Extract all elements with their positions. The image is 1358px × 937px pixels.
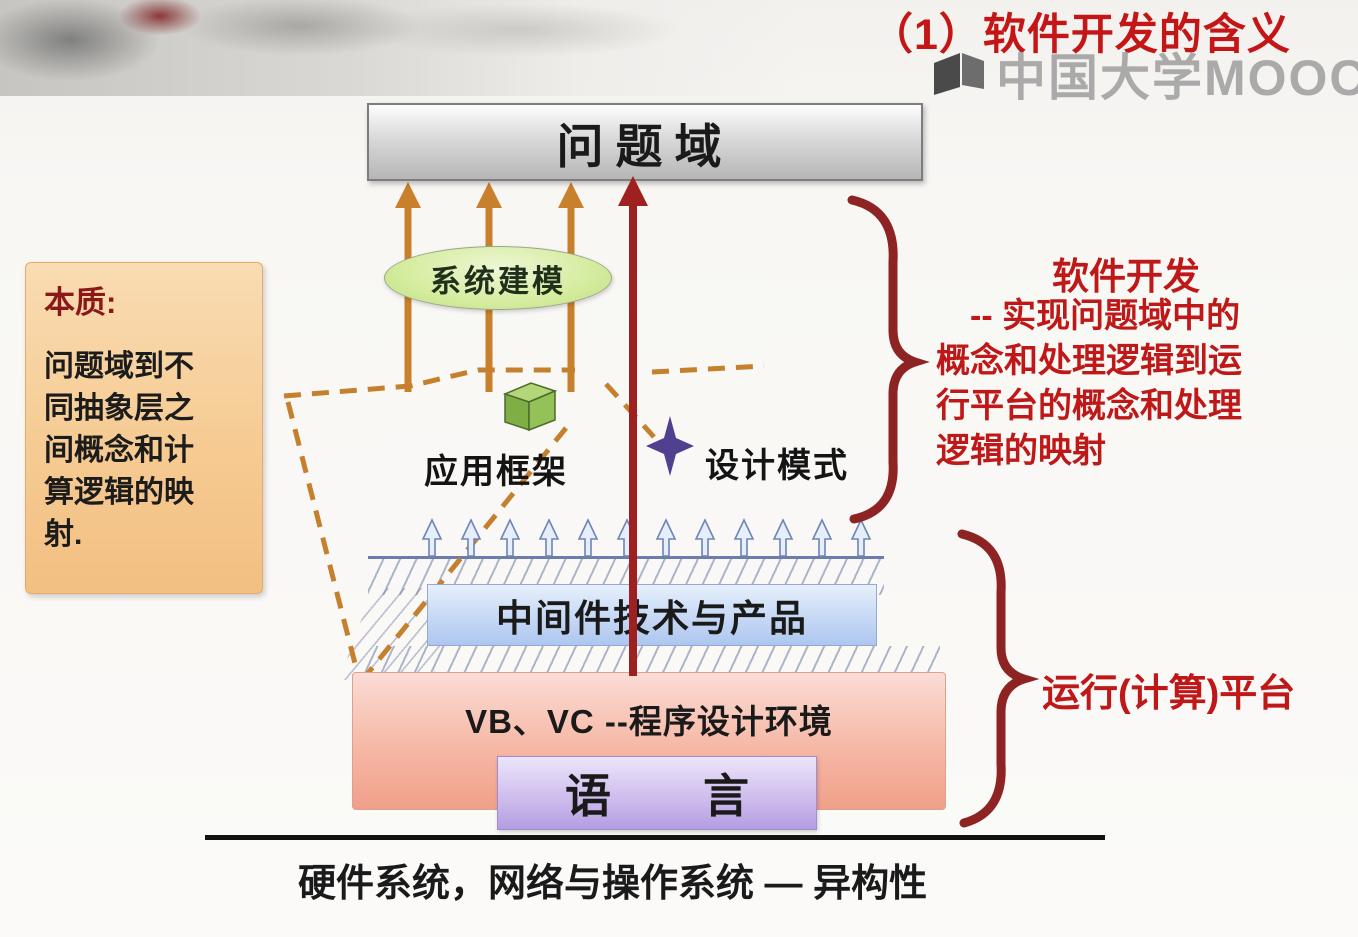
hardware-systems-label: 硬件系统，网络与操作系统 — 异构性 — [298, 863, 928, 905]
programming-env-box: VB、VC --程序设计环境 — [352, 672, 946, 810]
software-dev-line: 概念和处理逻辑到运 — [936, 342, 1242, 380]
framework-cube-icon — [502, 382, 558, 432]
software-dev-description: -- 实现问题域中的 概念和处理逻辑到运 行平台的概念和处理 逻辑的映射 — [936, 294, 1242, 474]
system-modeling-label: 系统建模 — [430, 263, 566, 299]
essence-note-body: 问题域到不同抽象层之间概念和计算逻辑的映射. — [44, 350, 194, 551]
system-modeling-ellipse: 系统建模 — [384, 246, 612, 310]
middleware-box: 中间件技术与产品 — [427, 584, 877, 646]
software-dev-line: -- 实现问题域中的 — [970, 297, 1241, 335]
slide-title: （1）软件开发的含义 — [870, 11, 1291, 59]
runtime-platform-label: 运行(计算)平台 — [1042, 673, 1296, 715]
baseline-rule — [205, 835, 1105, 840]
middleware-label: 中间件技术与产品 — [496, 598, 808, 639]
language-label: 语 言 — [565, 770, 749, 822]
design-pattern-label: 设计模式 — [705, 447, 849, 485]
language-box: 语 言 — [497, 756, 817, 830]
essence-note-box: 本质: 问题域到不同抽象层之间概念和计算逻辑的映射. — [25, 262, 263, 594]
mooc-logo-icon — [934, 53, 984, 95]
programming-env-label: VB、VC --程序设计环境 — [465, 703, 833, 740]
software-dev-line: 行平台的概念和处理 — [936, 387, 1242, 425]
app-framework-label: 应用框架 — [424, 453, 568, 491]
watermark: 中国大学MOOC — [930, 38, 1358, 110]
problem-domain-label: 问题域 — [556, 119, 734, 173]
design-pattern-star-icon — [646, 416, 694, 476]
software-dev-line: 逻辑的映射 — [936, 432, 1106, 470]
problem-domain-box: 问题域 — [367, 103, 923, 181]
essence-note-title: 本质: — [44, 285, 117, 320]
watermark-text: 中国大学MOOC — [996, 50, 1358, 106]
software-dev-title: 软件开发 — [1052, 256, 1200, 297]
header-photo — [0, 0, 800, 96]
